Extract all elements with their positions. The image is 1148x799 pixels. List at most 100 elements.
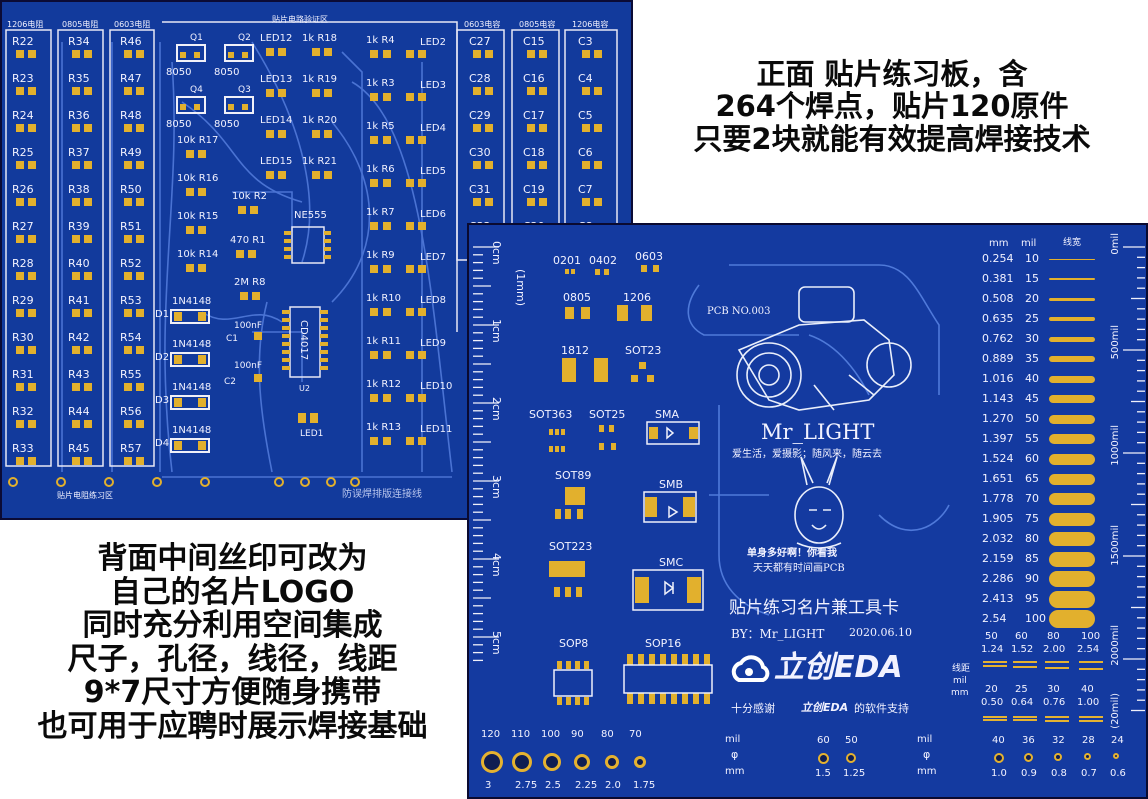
resistor-ref: R45: [68, 442, 90, 455]
solder-pad: [582, 50, 590, 58]
capacitor-ref: C16: [523, 72, 545, 85]
resistor-ref: R27: [12, 220, 34, 233]
smd-pad: [683, 497, 695, 517]
solder-pad: [527, 50, 535, 58]
spacing-mm: 2.54: [1077, 644, 1100, 655]
solder-pad: [28, 50, 36, 58]
capacitor-ref: C6: [578, 146, 593, 159]
width-mil: 85: [1025, 552, 1039, 565]
solder-pad: [72, 272, 80, 280]
diode-outline: [170, 438, 210, 453]
resistor-ref: 10k R14: [177, 249, 219, 260]
solder-pad: [174, 312, 182, 321]
solder-pad: [136, 309, 144, 317]
solder-pad: [582, 87, 590, 95]
solder-pad: [383, 394, 391, 402]
mil-scale-label: 0mil: [1110, 233, 1121, 255]
led-ref: LED8: [420, 295, 446, 306]
ic-pin: [566, 697, 571, 705]
ic-pin: [324, 231, 331, 235]
hole-mil: 24: [1111, 735, 1124, 746]
through-hole: [274, 477, 284, 487]
owner-name: Mr_LIGHT: [761, 420, 875, 444]
solder-pad: [383, 351, 391, 359]
solder-pad: [136, 87, 144, 95]
package-label: 1812: [561, 344, 589, 357]
solder-pad: [527, 87, 535, 95]
width-mil: 80: [1025, 532, 1039, 545]
solder-pad: [124, 50, 132, 58]
line-width-sample: [1049, 493, 1095, 505]
solder-pad: [198, 312, 206, 321]
solder-pad: [485, 161, 493, 169]
solder-pad: [370, 308, 378, 316]
solder-pad: [136, 50, 144, 58]
through-hole: [543, 753, 561, 771]
width-mil: 20: [1025, 292, 1039, 305]
width-mil: 60: [1025, 452, 1039, 465]
solder-pad: [406, 394, 414, 402]
solder-pad: [124, 235, 132, 243]
cap-100nf-2: 100nF: [234, 361, 263, 371]
solder-pad: [16, 161, 24, 169]
solder-pad: [473, 124, 481, 132]
package-label: SOP16: [645, 637, 682, 650]
capacitor-ref: C27: [469, 35, 491, 48]
line-width-sample: [1049, 473, 1095, 485]
solder-pad: [16, 87, 24, 95]
line-width-sample: [1049, 590, 1095, 608]
ic-pin: [557, 661, 562, 669]
width-mil: 40: [1025, 372, 1039, 385]
cap-c1: C1: [226, 334, 239, 344]
hole-mil: 36: [1022, 735, 1035, 746]
diode-outline: [170, 352, 210, 367]
solder-pad: [582, 161, 590, 169]
hole-mm: 0.6: [1110, 768, 1126, 779]
phi-mm-label: mm: [725, 766, 745, 777]
spacing-mil-label: mil: [953, 676, 967, 686]
solder-pad: [124, 420, 132, 428]
diode-ref: D2: [155, 352, 170, 363]
transistor-outline: [176, 96, 206, 114]
solder-pad: [248, 250, 256, 258]
solder-pad: [406, 50, 414, 58]
width-mil: 65: [1025, 472, 1039, 485]
ic-pin: [320, 350, 328, 354]
cloud-logo-icon: [731, 652, 771, 686]
solder-pad: [594, 124, 602, 132]
solder-pad: [124, 457, 132, 465]
solder-pad: [418, 437, 426, 445]
resistor-ref: R39: [68, 220, 90, 233]
solder-pad: [383, 308, 391, 316]
solder-pad: [312, 89, 320, 97]
smd-pad: [617, 305, 628, 321]
width-mil: 95: [1025, 592, 1039, 605]
solder-pad: [28, 87, 36, 95]
solder-pad: [28, 346, 36, 354]
solder-pad: [84, 124, 92, 132]
solder-pad: [582, 198, 590, 206]
thanks-post: 的软件支持: [854, 702, 909, 715]
ic-pin: [320, 366, 328, 370]
width-mil: 45: [1025, 392, 1039, 405]
solder-pad: [418, 308, 426, 316]
solder-pad: [16, 383, 24, 391]
solder-pad: [370, 222, 378, 230]
hole-mm: 0.8: [1051, 768, 1067, 779]
solder-pad: [594, 87, 602, 95]
solder-pad: [84, 272, 92, 280]
smd-pad: [609, 425, 614, 432]
width-mm: 0.381: [982, 272, 1014, 285]
ic-pin: [282, 350, 290, 354]
solder-pad: [28, 272, 36, 280]
motto: 爱生活，爱摄影；随风来，随云去: [732, 449, 882, 460]
package-label: SOP8: [559, 637, 589, 650]
smd-pad: [641, 305, 652, 321]
solder-pad: [527, 161, 535, 169]
capacitor-ref: C30: [469, 146, 491, 159]
ic-pin: [638, 693, 644, 704]
solder-pad: [370, 50, 378, 58]
width-mm: 2.032: [982, 532, 1014, 545]
solder-pad: [252, 292, 260, 300]
solder-pad: [180, 104, 186, 110]
